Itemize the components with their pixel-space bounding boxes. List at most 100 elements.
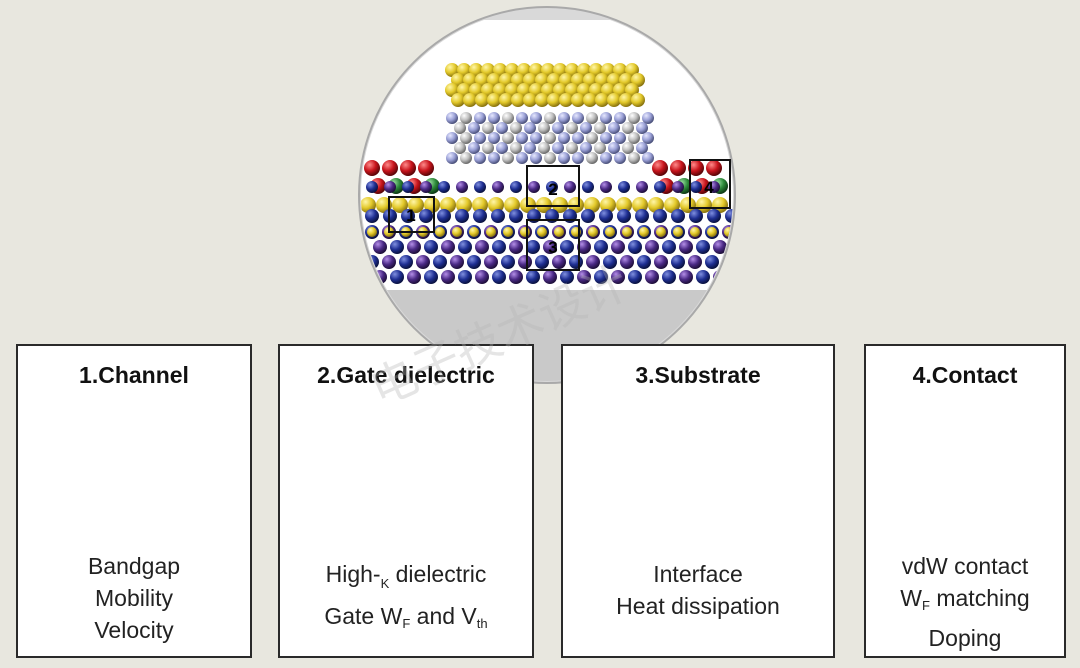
panel-desc-gate-dielectric: High-K dielectric Gate WF and Vth [280, 558, 532, 640]
purple-atom [456, 181, 468, 193]
purple-atom [708, 181, 720, 193]
gold-atom [600, 197, 616, 213]
purple-atom [420, 181, 432, 193]
lavender-atom [558, 132, 570, 144]
navy-atom [569, 255, 583, 269]
gold-atom [523, 93, 537, 107]
navy-atom [628, 240, 642, 254]
gold-atom [583, 93, 597, 107]
purple-atom [611, 270, 625, 284]
navy-atom [510, 181, 522, 193]
navy-atom [433, 255, 447, 269]
lavender-atom [446, 152, 458, 164]
gold-atom [547, 93, 561, 107]
silver-atom [586, 152, 598, 164]
lavender-atom [530, 132, 542, 144]
red-atom [688, 160, 704, 176]
navy-atom [437, 209, 451, 223]
gold-atom [408, 197, 424, 213]
gold-atom [664, 197, 680, 213]
navy-atom [618, 181, 630, 193]
purple-atom [577, 270, 591, 284]
navy-atom [635, 209, 649, 223]
gold-atom [424, 197, 440, 213]
lavender-atom [600, 112, 612, 124]
silver-atom [482, 122, 494, 134]
silver-atom [502, 112, 514, 124]
region-box-1: 1 [388, 196, 435, 233]
lavender-atom [446, 132, 458, 144]
lavender-atom [488, 132, 500, 144]
purple-atom [713, 240, 727, 254]
navy-atom [467, 255, 481, 269]
gold-atom [673, 227, 683, 237]
panel-desc-contact: vdW contact WF matching Doping [866, 550, 1064, 654]
navy-atom [581, 209, 595, 223]
lavender-atom [516, 132, 528, 144]
silver-atom [454, 142, 466, 154]
navy-atom [491, 209, 505, 223]
gold-atom [499, 93, 513, 107]
lavender-atom [488, 152, 500, 164]
lavender-atom [496, 142, 508, 154]
gold-atom [616, 197, 632, 213]
panel-channel: 1.Channel Bandgap Mobility Velocity [16, 344, 252, 658]
lavender-atom [530, 152, 542, 164]
gold-atom [690, 227, 700, 237]
lavender-atom [572, 112, 584, 124]
contact-property-wf: WF matching [900, 585, 1030, 613]
silver-atom [628, 132, 640, 144]
gold-atom [488, 197, 504, 213]
red-atom [382, 160, 398, 176]
region-label-3: 3 [548, 238, 557, 257]
purple-atom [492, 181, 504, 193]
gold-atom [451, 93, 465, 107]
lavender-atom [642, 112, 654, 124]
silver-atom [622, 122, 634, 134]
red-atom [706, 160, 722, 176]
navy-atom [705, 255, 719, 269]
panel-title-substrate: 3.Substrate [635, 362, 761, 388]
navy-atom [473, 209, 487, 223]
region-box-3: 3 [526, 219, 580, 271]
contact-property-doping: Doping [928, 625, 1002, 651]
gold-atom [475, 93, 489, 107]
navy-atom [662, 240, 676, 254]
purple-atom [509, 240, 523, 254]
navy-atom [390, 270, 404, 284]
purple-atom [654, 255, 668, 269]
navy-atom [424, 240, 438, 254]
purple-atom [441, 270, 455, 284]
gold-atom [535, 93, 549, 107]
purple-atom [518, 255, 532, 269]
gold-atom [367, 227, 377, 237]
region-label-2: 2 [548, 180, 557, 199]
navy-atom [438, 181, 450, 193]
silver-atom [538, 142, 550, 154]
navy-atom [535, 255, 549, 269]
navy-atom [458, 240, 472, 254]
silver-atom [628, 112, 640, 124]
purple-atom [528, 181, 540, 193]
gold-atom [559, 93, 573, 107]
purple-atom [577, 240, 591, 254]
lavender-atom [530, 112, 542, 124]
lavender-atom [552, 142, 564, 154]
lavender-atom [614, 112, 626, 124]
navy-atom [458, 270, 472, 284]
gold-atom [605, 227, 615, 237]
gold-atom [619, 93, 633, 107]
lavender-atom [636, 122, 648, 134]
navy-atom [402, 181, 414, 193]
silver-atom [544, 112, 556, 124]
lavender-atom [600, 152, 612, 164]
lavender-atom [468, 142, 480, 154]
gold-atom [487, 93, 501, 107]
navy-atom [401, 209, 415, 223]
purple-atom [564, 181, 576, 193]
region-box-4: 4 [689, 159, 731, 209]
purple-atom [645, 270, 659, 284]
channel-property-velocity: Velocity [94, 617, 174, 643]
lavender-atom [474, 132, 486, 144]
